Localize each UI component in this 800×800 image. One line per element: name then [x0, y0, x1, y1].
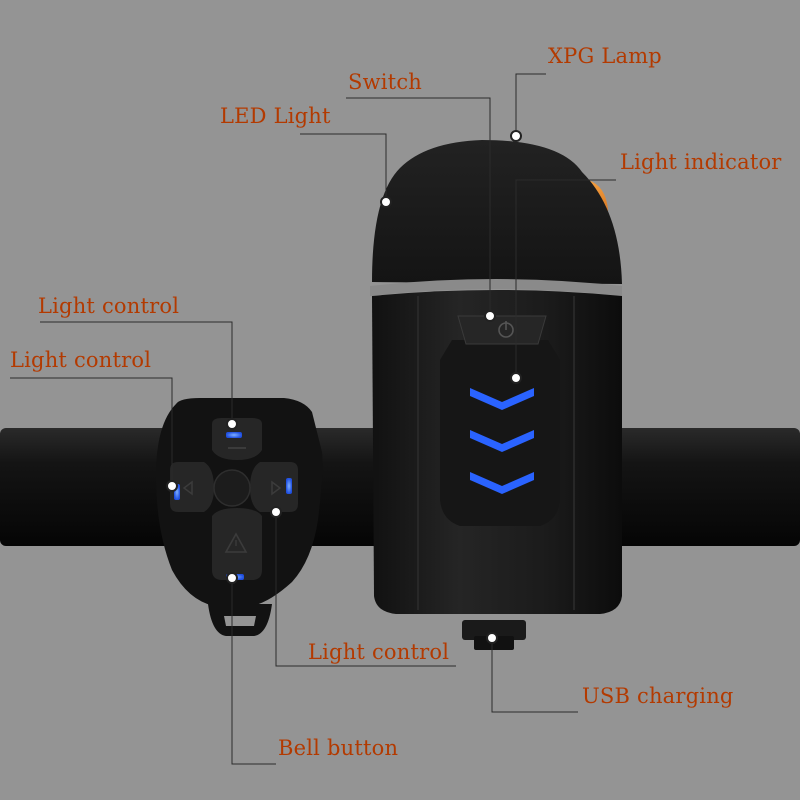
headlight-cap — [372, 140, 622, 284]
remote-strap — [208, 604, 272, 636]
callout-usb-charging: USB charging — [582, 684, 734, 708]
light-indicator-2 — [470, 430, 534, 452]
leader-lines — [10, 73, 616, 765]
callout-dots — [166, 130, 522, 644]
callout-switch: Switch — [348, 70, 423, 94]
callout-light-indicator: Light indicator — [620, 150, 782, 174]
callout-bell-button: Bell button — [278, 736, 399, 760]
remote-led-right — [286, 478, 292, 494]
silver-band — [370, 279, 622, 296]
callout-xpg-lamp: XPG Lamp — [548, 44, 662, 68]
button-right — [250, 462, 298, 512]
light-indicator-3 — [470, 472, 534, 494]
callout-light-control-left: Light control — [10, 348, 152, 372]
callout-led-light: LED Light — [220, 104, 331, 128]
button-bell — [212, 508, 262, 580]
front-panel — [440, 340, 560, 526]
switch-button — [457, 315, 547, 345]
remote-control — [156, 398, 323, 636]
light-indicator-1 — [470, 388, 534, 410]
headlight — [370, 140, 622, 650]
button-center — [213, 469, 251, 507]
button-up — [212, 418, 262, 460]
remote-led-top — [226, 432, 242, 438]
callout-light-control-top: Light control — [38, 294, 180, 318]
usb-port — [462, 620, 526, 640]
callout-light-control-right: Light control — [308, 640, 450, 664]
